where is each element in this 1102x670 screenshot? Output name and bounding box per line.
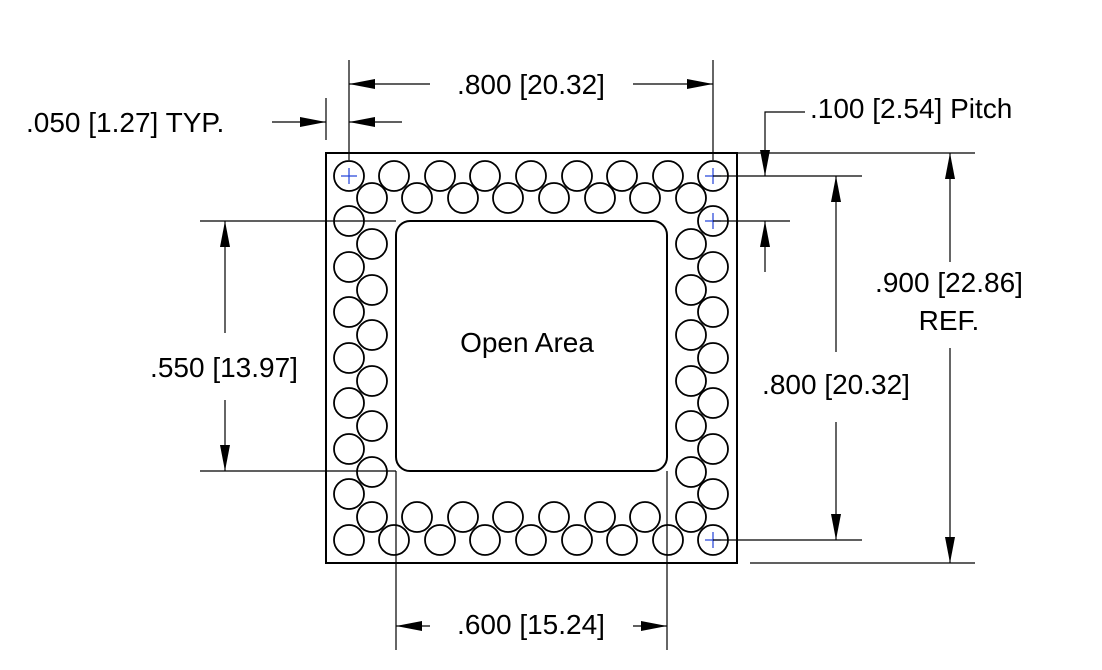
pitch-dimension: .100 [2.54] Pitch: [713, 93, 1012, 272]
pad-size-dimension: .050 [1.27] TYP.: [26, 98, 402, 140]
pad: [675, 274, 707, 306]
pad: [492, 501, 524, 533]
pad: [652, 524, 684, 556]
pad: [538, 501, 570, 533]
pad: [356, 228, 388, 260]
pad: [424, 524, 456, 556]
pad: [356, 319, 388, 351]
pad: [333, 387, 365, 419]
pad-size-label: .050 [1.27] TYP.: [26, 107, 224, 138]
open-height-dimension: .550 [13.97]: [150, 220, 396, 472]
pad: [629, 182, 661, 214]
pad: [424, 160, 456, 192]
pad: [697, 387, 729, 419]
pad: [675, 319, 707, 351]
pad: [447, 182, 479, 214]
pad: [606, 524, 638, 556]
pad: [356, 456, 388, 488]
pad: [584, 501, 616, 533]
pad: [629, 501, 661, 533]
pad: [538, 182, 570, 214]
pad: [356, 410, 388, 442]
open-area-label: Open Area: [460, 327, 594, 358]
pad: [333, 160, 365, 192]
pad: [697, 251, 729, 283]
pad: [697, 478, 729, 510]
top-width-label: .800 [20.32]: [457, 69, 605, 100]
overall-height-dimension: .900 [22.86] REF.: [737, 152, 1023, 564]
pad-array: [333, 160, 729, 556]
pad: [469, 160, 501, 192]
pad: [333, 251, 365, 283]
pad: [333, 524, 365, 556]
pad: [697, 342, 729, 374]
open-width-label: .600 [15.24]: [457, 609, 605, 640]
pad: [675, 456, 707, 488]
pad: [675, 365, 707, 397]
package-outline: [325, 152, 738, 564]
pad: [561, 524, 593, 556]
pad: [675, 501, 707, 533]
pad: [561, 160, 593, 192]
pad: [697, 296, 729, 328]
pad: [515, 160, 547, 192]
pad: [469, 524, 501, 556]
overall-height-label: .900 [22.86]: [875, 267, 1023, 298]
pad: [606, 160, 638, 192]
pad: [356, 365, 388, 397]
pad: [378, 160, 410, 192]
pad: [675, 228, 707, 260]
pin-marker-crosshair: [341, 168, 357, 184]
pad: [492, 182, 524, 214]
pad-span-height-dimension: .800 [20.32]: [713, 176, 910, 541]
open-height-label: .550 [13.97]: [150, 352, 298, 383]
pad: [401, 501, 433, 533]
pad: [675, 182, 707, 214]
pad: [378, 524, 410, 556]
open-area-outline: [395, 220, 668, 472]
overall-height-ref-label: REF.: [919, 305, 980, 336]
pad: [584, 182, 616, 214]
pad: [447, 501, 479, 533]
pad: [333, 478, 365, 510]
pad: [333, 296, 365, 328]
pad: [401, 182, 433, 214]
pad: [697, 433, 729, 465]
pad: [356, 501, 388, 533]
pad: [515, 524, 547, 556]
pad: [675, 410, 707, 442]
open-width-dimension: .600 [15.24]: [395, 471, 668, 650]
pad: [356, 274, 388, 306]
pad: [652, 160, 684, 192]
pitch-label: .100 [2.54] Pitch: [810, 93, 1012, 124]
pad: [333, 342, 365, 374]
pad: [333, 433, 365, 465]
pad-span-height-label: .800 [20.32]: [762, 369, 910, 400]
pad: [356, 182, 388, 214]
top-width-dimension: .800 [20.32]: [348, 60, 714, 160]
